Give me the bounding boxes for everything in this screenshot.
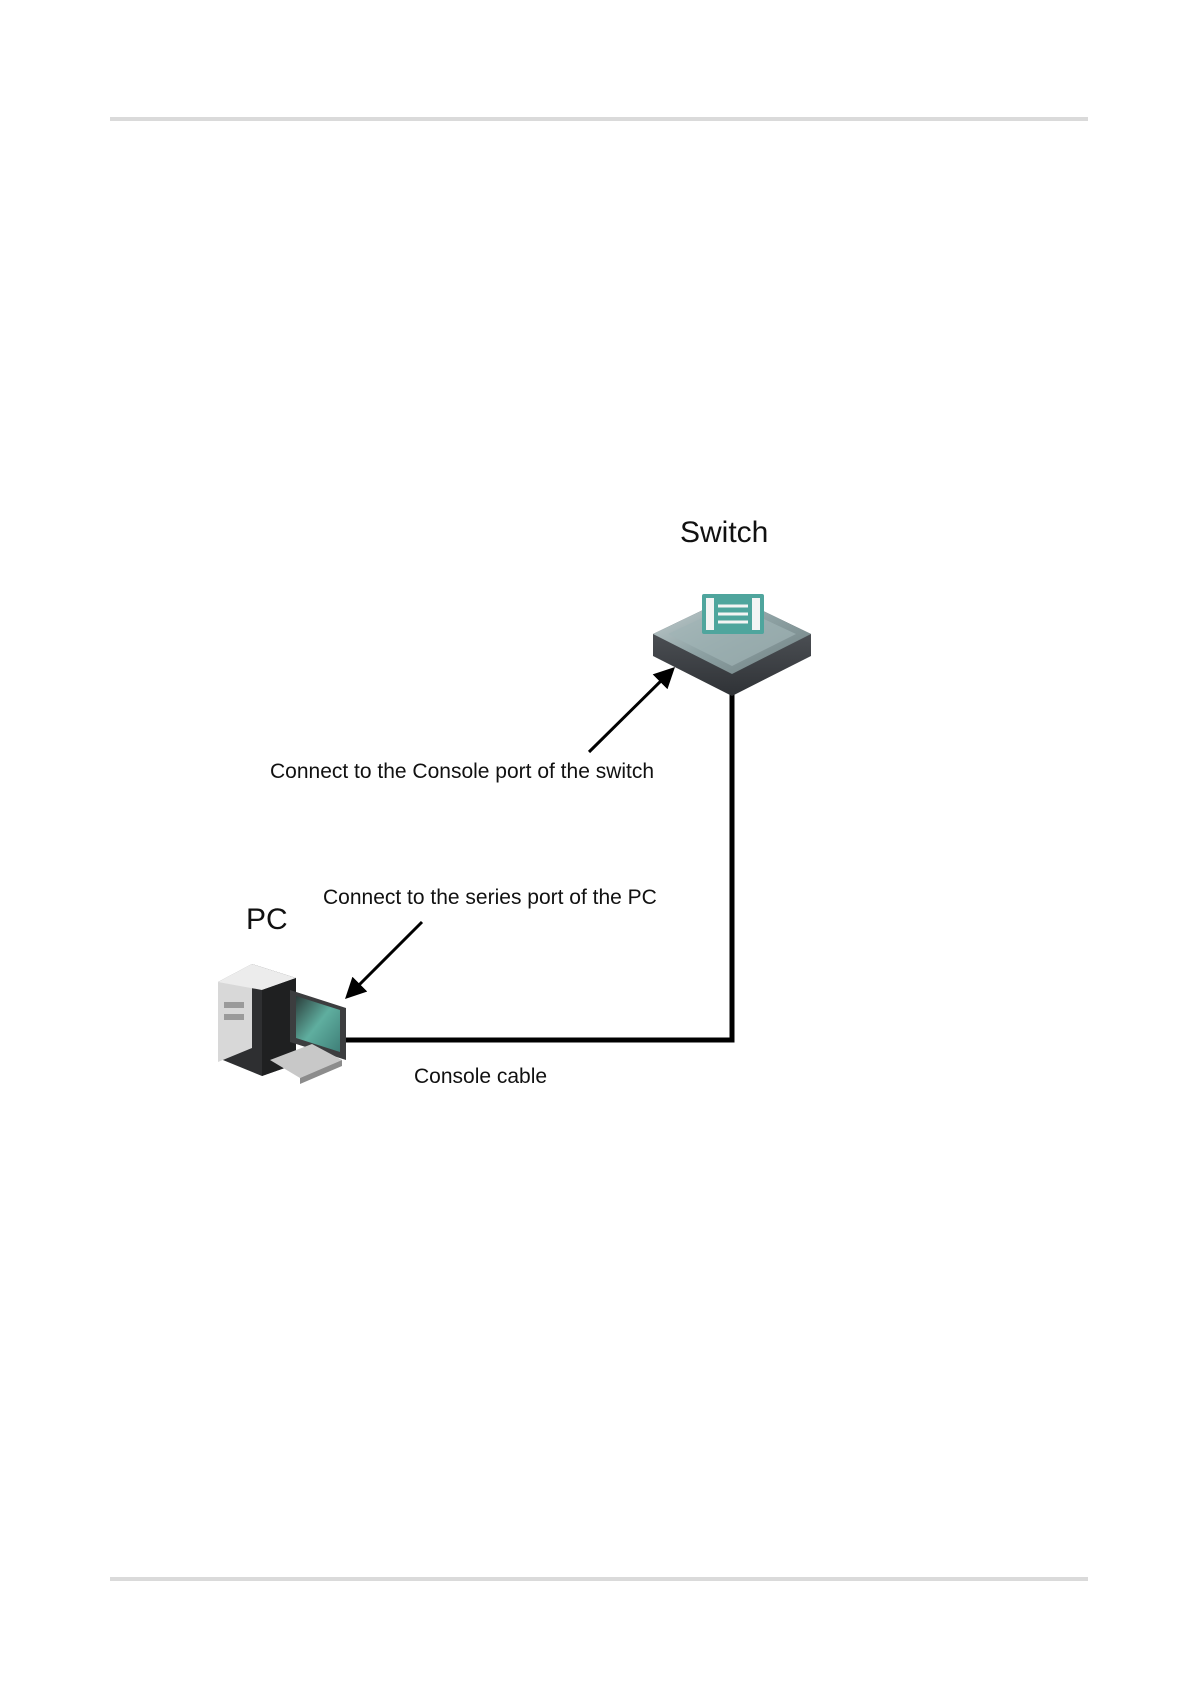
switch-port-annotation: Connect to the Console port of the switc… xyxy=(270,760,654,784)
pc-label: PC xyxy=(246,903,288,937)
pc-port-annotation: Connect to the series port of the PC xyxy=(323,886,657,910)
console-cable xyxy=(340,690,732,1040)
switch-icon xyxy=(653,594,811,696)
pc-port-arrow xyxy=(348,922,422,996)
pc-icon xyxy=(218,964,346,1084)
console-cable-label: Console cable xyxy=(414,1065,547,1089)
switch-port-arrow xyxy=(589,670,672,752)
switch-label: Switch xyxy=(680,516,768,550)
